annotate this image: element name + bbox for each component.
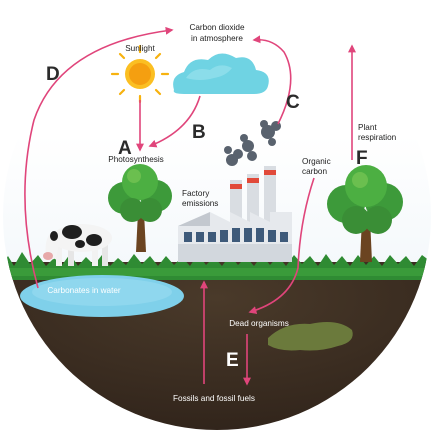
letter-e: E (226, 350, 239, 371)
factory-icon (178, 166, 292, 262)
letter-d: D (46, 64, 60, 85)
label-co2-line1: Carbon dioxide (189, 23, 245, 32)
label-organic-line1: Organic (302, 157, 331, 166)
letter-a: A (118, 138, 132, 159)
label-photosynthesis: Photosynthesis (108, 155, 164, 164)
arrows (24, 26, 356, 386)
arrow-d (24, 26, 174, 289)
label-factory-line2: emissions (182, 199, 218, 208)
label-plant-resp-line1: Plant (358, 123, 377, 132)
letter-b: B (192, 122, 206, 143)
dead-organisms-shape (268, 322, 353, 351)
arrow-c (252, 35, 292, 125)
label-plant-resp-line2: respiration (358, 133, 397, 142)
arrow-b (148, 95, 201, 148)
tree-right-icon (327, 165, 403, 262)
label-factory-line1: Factory (182, 189, 210, 198)
letter-f: F (356, 148, 368, 169)
grass-base (3, 268, 431, 276)
label-organic-line2: carbon (302, 167, 327, 176)
tree-left-icon (108, 164, 172, 252)
sun-icon (110, 44, 170, 104)
label-co2-line2: in atmosphere (191, 34, 243, 43)
cow-icon (43, 224, 112, 266)
label-carbonates: Carbonates in water (47, 286, 121, 295)
label-sunlight: Sunlight (125, 44, 155, 53)
label-dead-organisms: Dead organisms (229, 319, 289, 328)
label-fossils: Fossils and fossil fuels (173, 394, 255, 403)
arrow-organic (248, 177, 315, 314)
cloud-icon (173, 53, 269, 94)
letter-c: C (286, 92, 300, 113)
